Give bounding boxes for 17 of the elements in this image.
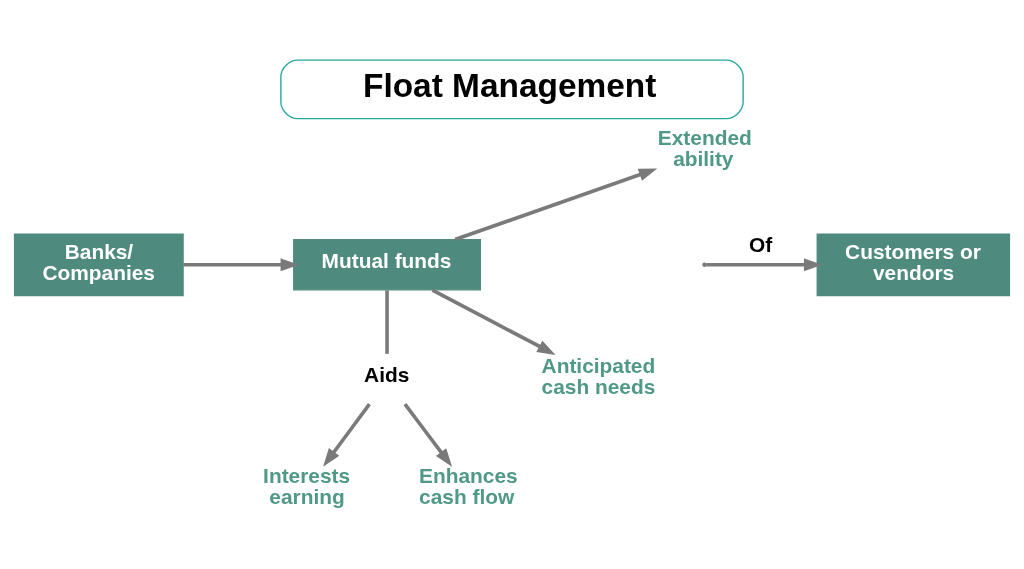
edge-label: Of [749,232,773,256]
node-text: Interests earning [263,463,351,508]
node-box: Customers or vendors [816,233,1011,296]
node-box: Mutual funds [293,238,481,291]
arrow [431,288,556,355]
node-text: Enhances cash flow [419,463,518,508]
connector [385,289,389,354]
arrow [706,257,823,271]
diagram-title: Float Management [363,66,657,104]
node-text: Extended ability [657,125,752,170]
node-text: Anticipated cash needs [541,353,656,398]
arrow [323,402,371,467]
arrow [183,257,299,271]
node-box: Banks/ Companies [13,233,184,296]
arrow [403,402,453,467]
arrow [454,168,658,241]
node-text: Aids [364,362,410,386]
